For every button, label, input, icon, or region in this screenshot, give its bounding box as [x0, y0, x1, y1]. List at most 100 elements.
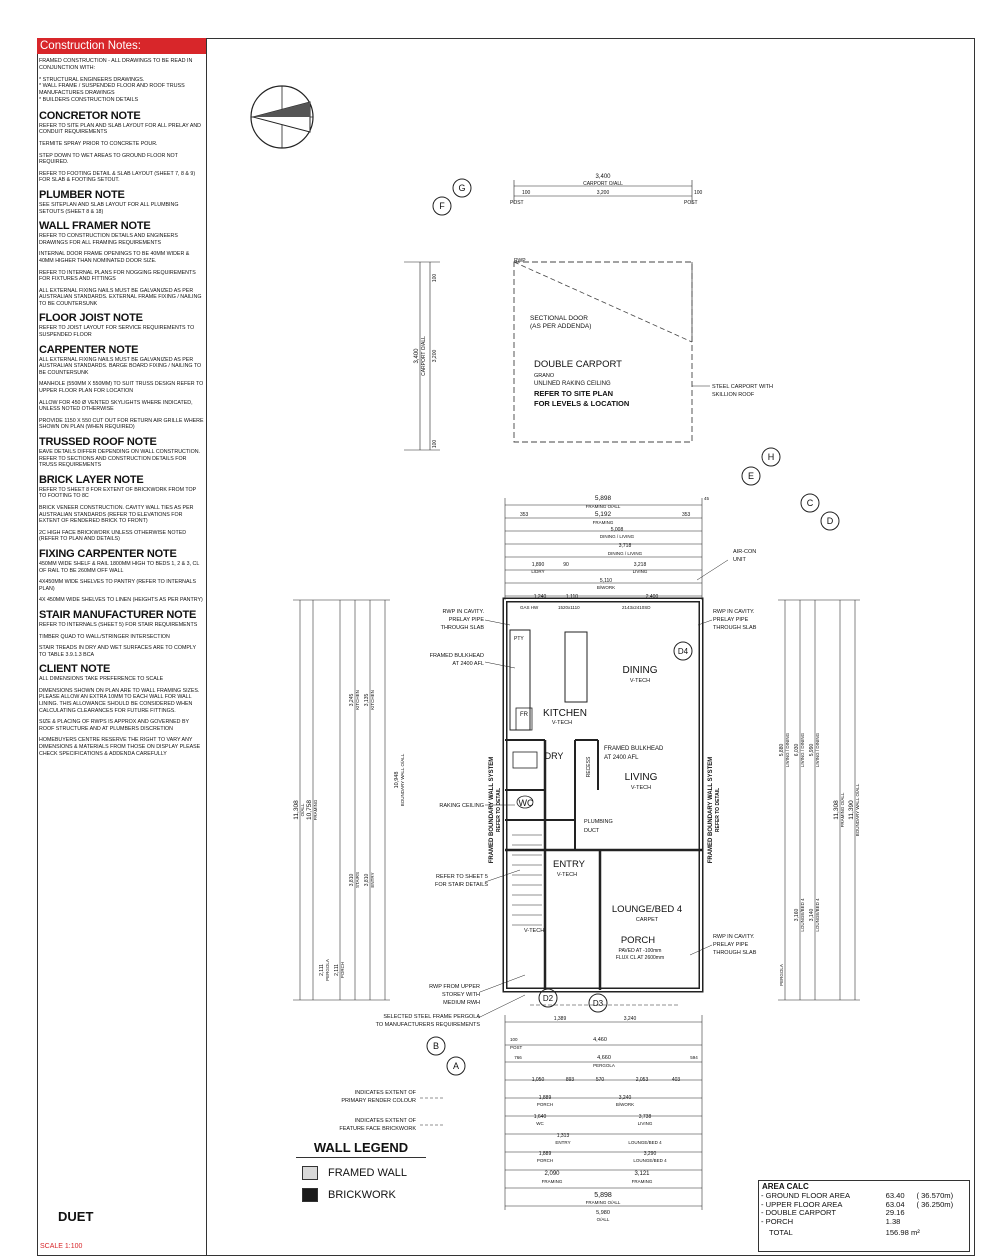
note-line: REFER TO CONSTRUCTION DETAILS AND ENGINE… [39, 233, 178, 246]
dim-bottom-d3: 570 [596, 1077, 605, 1083]
dim-right-living-1-label: LIVING / DINING [785, 732, 790, 767]
note-line: REFER TO JOIST LAYOUT FOR SERVICE REQUIR… [39, 325, 195, 339]
marker-c: C [807, 498, 814, 508]
note-line: REFER TO SITE PLAN AND SLAB LAYOUT FOR A… [39, 122, 202, 136]
dim-end: 45 [704, 496, 710, 501]
dim-left-boundary-label: BOUNDARY WALL O/ALL [400, 753, 405, 806]
dim-bottom-k1-label: O/ALL [597, 1217, 610, 1222]
note-section-title: CLIENT NOTE [39, 663, 111, 676]
marker-a: A [453, 1061, 459, 1071]
dim-dining-living-label: DINING / LIVING [600, 534, 635, 539]
dim-left-entry: 3,810 [364, 874, 370, 887]
area-cell-extra [914, 1218, 969, 1227]
carport-line3: REFER TO SITE PLAN [534, 389, 613, 398]
note-plumbing: PLUMBING [584, 819, 613, 825]
marker-d3: D3 [593, 999, 604, 1008]
dim-r1-label: DINING / LIVING [608, 551, 643, 556]
building-walls [502, 597, 704, 1006]
note-line: INTERNAL DOOR FRAME OPENINGS TO BE 40mm … [39, 251, 190, 264]
marker-h: H [768, 452, 775, 462]
dim-bottom-e2: 3,240 [619, 1095, 632, 1101]
legend-row-brick: BRICKWORK [296, 1188, 426, 1202]
dim-left-framing: 10,758 [306, 800, 313, 820]
notes-intro-item: * STRUCTURAL ENGINEERS DRAWINGS. [39, 76, 145, 83]
dim-left-framing-label: FRAMING [313, 799, 318, 820]
brickwork-swatch-icon [302, 1188, 318, 1202]
dim-bottom-d5: 403 [672, 1077, 681, 1083]
note-section-title: BRICK LAYER NOTE [39, 473, 144, 486]
dim-left-oall-label: O/ALL [300, 803, 305, 816]
note-section-title: TRUSSED ROOF NOTE [39, 436, 157, 448]
dim-bottom-a2: 3,240 [624, 1016, 637, 1022]
carport-rwp: RWP [514, 258, 526, 264]
side-dimensions [293, 599, 860, 1001]
dim-right-lounge-1: 3,160 [794, 909, 800, 922]
note-rwp-upper-3: MEDIUM RWH [443, 1000, 480, 1006]
area-cell-extra: ( 36.250m) [916, 1199, 954, 1209]
marker-d4: D4 [678, 647, 689, 656]
note-line: BRICK VENEER CONSTRUCTION. CAVITY WALL T… [39, 504, 194, 525]
section-markers [426, 178, 840, 1076]
dim-bottom-j1-label: FRAMING O/ALL [586, 1200, 621, 1205]
area-cell-extra [914, 1209, 969, 1218]
note-face-2: FEATURE FACE BRICKWORK [339, 1126, 416, 1132]
dim-bottom-i1: 2,090 [544, 1171, 560, 1177]
dim-bottom-e1-label: PORCH [537, 1102, 553, 1107]
notes-intro: FRAMED CONSTRUCTION - ALL DRAWINGS TO BE… [39, 58, 204, 104]
carport-side-dim-label: CARPORT O/ALL [421, 336, 427, 376]
dim-bottom-c1-label: PERGOLA [593, 1063, 615, 1068]
note-rwp-porch-3: THROUGH SLAB [713, 950, 757, 956]
dim-r3a: 1,240 [534, 594, 547, 600]
note-line: SIZE & PLACING OF RWPs IS APPROX AND GOV… [39, 719, 189, 732]
dim-bottom-d2: 893 [566, 1077, 575, 1083]
carport-post-left: POST [510, 200, 524, 206]
note-line: HOMEBUYERS CENTRE RESERVE THE RIGHT TO V… [39, 737, 201, 757]
carport-post-right: POST [684, 200, 698, 206]
drawing-sheet-border [37, 38, 975, 1256]
dim-right-lounge-2: 3,140 [809, 909, 815, 922]
dim-bottom-c0: 766 [514, 1055, 522, 1060]
area-cell-label: - UPPER FLOOR AREA [761, 1199, 843, 1209]
marker-d2: D2 [543, 994, 554, 1003]
dim-bottom-j1: 5,898 [594, 1192, 612, 1199]
dim-bottom-d1: 1,050 [532, 1077, 545, 1083]
bottom-dimensions [504, 1015, 703, 1210]
area-cell-value: 63.04 [885, 1199, 905, 1209]
note-bulkhead-2: FRAMED BULKHEAD [604, 746, 664, 752]
area-cell-label: - DOUBLE CARPORT [761, 1208, 836, 1218]
area-cell-extra: ( 36.570m) [916, 1191, 954, 1200]
label-window2: 2143x2410SD [622, 605, 651, 610]
dim-right-living-3-label: LIVING / DINING [815, 732, 820, 767]
note-line: EAVE DETAILS DIFFER DEPENDING ON WALL CO… [39, 449, 200, 469]
top-dimensions [504, 498, 703, 600]
note-line: 2c HIGH FACE BRICKWORK UNLESS OTHERWISE … [39, 529, 187, 543]
note-line: REFER TO INTERNALS (SHEET 5) FOR STAIR R… [39, 621, 198, 628]
area-cell-value: 1.38 [885, 1216, 901, 1226]
room-wc: WC [519, 798, 534, 808]
legend-row-framed: FRAMED WALL [296, 1166, 426, 1180]
dim-bottom-h1: 1,889 [539, 1151, 552, 1157]
dim-bottom-c2: 594 [690, 1055, 698, 1060]
area-cell-value: 63.40 [885, 1191, 905, 1200]
note-rwp-right-2: PRELAY PIPE [713, 617, 749, 623]
dim-left-porch-label: PORCH [340, 962, 345, 978]
note-bulkhead-1b: AT 2400 AFL [452, 661, 484, 667]
area-cell-label: - PORCH [761, 1216, 794, 1226]
dim-right-living-1: 5,880 [779, 744, 785, 757]
dim-bottom-b0: 100 [510, 1037, 518, 1042]
dim-r3b: 1,110 [566, 594, 578, 600]
room-kitchen-sub: V-TECH [552, 720, 572, 726]
area-total-label: TOTAL [769, 1228, 793, 1238]
dim-bottom-g1: 1,313 [557, 1133, 570, 1139]
carport-side-dim: 3,400 [414, 348, 420, 364]
note-left-wall: FRAMED BOUNDARY WALL SYSTEM [489, 757, 495, 864]
label-window1: 1520x1110 [558, 605, 580, 610]
dim-framing-oall-label: FRAMING O/ALL [586, 504, 621, 509]
room-entry-sub: V-TECH [557, 872, 577, 878]
note-raking: RAKING CEILING [439, 803, 484, 809]
note-aircon: AIR-CON [733, 549, 756, 555]
notes-intro-item: * BUILDERS CONSTRUCTION DETAILS [39, 96, 139, 103]
carport-roof-note-2: SKILLION ROOF [712, 392, 755, 398]
